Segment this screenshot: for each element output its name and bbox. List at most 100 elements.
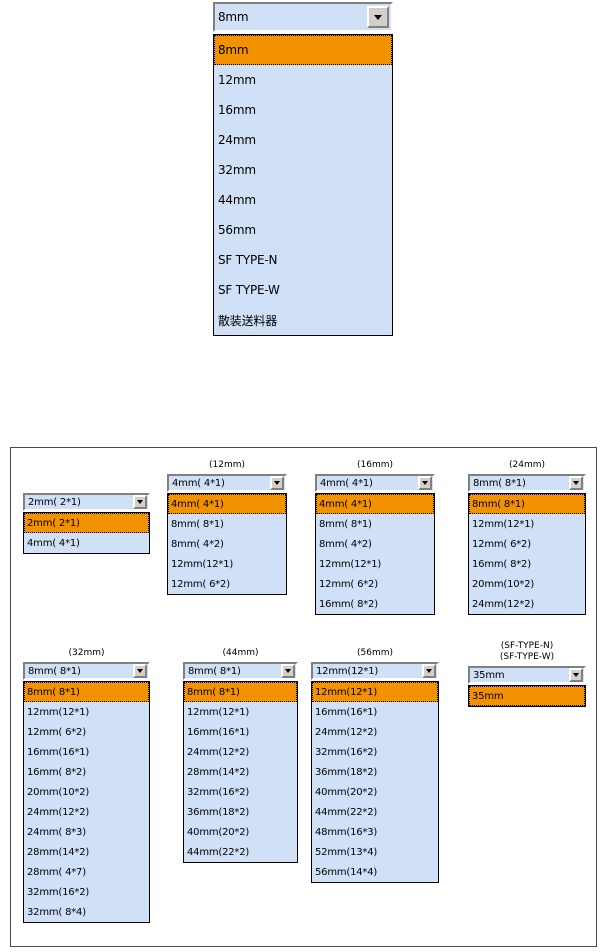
- panel-value-area[interactable]: 2mm( 2*1): [28, 495, 133, 509]
- panel-combobox[interactable]: 8mm( 8*1): [23, 662, 150, 680]
- option-item[interactable]: 20mm(10*2): [27, 786, 90, 798]
- chevron-down-icon[interactable]: [367, 6, 389, 28]
- panel-combobox[interactable]: 4mm( 4*1): [315, 474, 435, 492]
- panel-value-area[interactable]: 4mm( 4*1): [320, 476, 418, 490]
- option-item[interactable]: 2mm( 2*1): [24, 513, 149, 533]
- panel-combobox[interactable]: 8mm( 8*1): [183, 662, 298, 680]
- chevron-down-icon[interactable]: [569, 668, 583, 682]
- option-item[interactable]: 16mm: [218, 103, 256, 117]
- option-item[interactable]: 24mm(12*2): [472, 598, 535, 610]
- option-item[interactable]: 8mm( 8*1): [184, 682, 297, 702]
- feeder-pitch-combobox[interactable]: 8mm: [213, 2, 393, 32]
- option-item[interactable]: 32mm(16*2): [27, 886, 90, 898]
- panel-combobox[interactable]: 4mm( 4*1): [167, 474, 287, 492]
- option-item[interactable]: 12mm( 6*2): [472, 538, 531, 550]
- panel-option-list[interactable]: 2mm( 2*1) 4mm( 4*1): [23, 512, 150, 554]
- option-item[interactable]: SF TYPE-W: [218, 283, 280, 297]
- panel-option-list[interactable]: 4mm( 4*1) 8mm( 8*1) 8mm( 4*2) 12mm(12*1) 12m…: [315, 493, 435, 615]
- panel-value-area[interactable]: 35mm: [473, 668, 569, 682]
- option-item[interactable]: 4mm( 4*1): [27, 537, 80, 549]
- panel-value-area[interactable]: 8mm( 8*1): [473, 476, 569, 490]
- option-item[interactable]: 44mm: [218, 193, 256, 207]
- option-item[interactable]: 52mm(13*4): [315, 846, 378, 858]
- option-item[interactable]: 36mm(18*2): [187, 806, 250, 818]
- option-item[interactable]: 40mm(20*2): [187, 826, 250, 838]
- option-item[interactable]: 32mm(16*2): [315, 746, 378, 758]
- option-item[interactable]: 24mm: [218, 133, 256, 147]
- option-item[interactable]: 12mm(12*1): [187, 706, 250, 718]
- option-item[interactable]: 36mm(18*2): [315, 766, 378, 778]
- panel-combobox[interactable]: 8mm( 8*1): [468, 474, 586, 492]
- panel-option-list[interactable]: 12mm(12*1) 16mm(16*1) 24mm(12*2) 32mm(16*2)…: [311, 681, 439, 883]
- option-item[interactable]: 32mm: [218, 163, 256, 177]
- option-item[interactable]: 16mm(16*1): [187, 726, 250, 738]
- option-item[interactable]: 24mm(12*2): [315, 726, 378, 738]
- chevron-down-icon[interactable]: [133, 495, 147, 509]
- panel-option-list[interactable]: 8mm( 8*1) 12mm(12*1) 12mm( 6*2) 16mm( 8*2) 2…: [468, 493, 586, 615]
- option-item[interactable]: 8mm( 8*1): [171, 518, 224, 530]
- option-item[interactable]: 8mm: [214, 35, 392, 65]
- panel-value-area[interactable]: 12mm(12*1): [316, 664, 422, 678]
- panel-option-list[interactable]: 8mm( 8*1) 12mm(12*1) 16mm(16*1) 24mm(12*2) 2…: [183, 681, 298, 863]
- option-item[interactable]: 12mm(12*1): [319, 558, 382, 570]
- option-item[interactable]: 24mm(12*2): [187, 746, 250, 758]
- panel-label: (44mm): [222, 648, 259, 658]
- option-item[interactable]: 24mm(12*2): [27, 806, 90, 818]
- panel-selected-value: 8mm( 8*1): [188, 665, 241, 677]
- panel-value-area[interactable]: 4mm( 4*1): [172, 476, 270, 490]
- option-item[interactable]: 12mm(12*1): [312, 682, 438, 702]
- option-item[interactable]: 12mm(12*1): [27, 706, 90, 718]
- option-item[interactable]: 12mm( 6*2): [171, 578, 230, 590]
- feeder-pitch-value-area[interactable]: 8mm: [218, 4, 367, 30]
- option-item[interactable]: 20mm(10*2): [472, 578, 535, 590]
- option-item[interactable]: 4mm( 4*1): [168, 494, 286, 514]
- panel-value-area[interactable]: 8mm( 8*1): [188, 664, 281, 678]
- option-item[interactable]: 8mm( 4*2): [171, 538, 224, 550]
- option-item[interactable]: 28mm(14*2): [187, 766, 250, 778]
- panel-value-area[interactable]: 8mm( 8*1): [28, 664, 133, 678]
- option-item[interactable]: 8mm( 8*1): [319, 518, 372, 530]
- panel-option-list[interactable]: 35mm: [468, 685, 586, 707]
- option-item[interactable]: 35mm: [469, 686, 585, 706]
- option-item[interactable]: 56mm(14*4): [315, 866, 378, 878]
- panel-combobox[interactable]: 35mm: [468, 666, 586, 684]
- chevron-down-icon[interactable]: [270, 476, 284, 490]
- option-item[interactable]: 28mm(14*2): [27, 846, 90, 858]
- chevron-down-icon[interactable]: [133, 664, 147, 678]
- option-item[interactable]: 16mm(16*1): [315, 706, 378, 718]
- panel-option-list[interactable]: 8mm( 8*1) 12mm(12*1) 12mm( 6*2) 16mm(16*1) 1…: [23, 681, 150, 923]
- option-item[interactable]: 44mm(22*2): [315, 806, 378, 818]
- option-item[interactable]: 32mm(16*2): [187, 786, 250, 798]
- option-item[interactable]: 24mm( 8*3): [27, 826, 86, 838]
- option-item[interactable]: 32mm( 8*4): [27, 906, 86, 918]
- option-item[interactable]: 16mm(16*1): [27, 746, 90, 758]
- option-item[interactable]: 44mm(22*2): [187, 846, 250, 858]
- option-item[interactable]: 16mm( 8*2): [472, 558, 531, 570]
- option-item[interactable]: 16mm( 8*2): [27, 766, 86, 778]
- panel-label: (56mm): [356, 648, 393, 658]
- chevron-down-icon[interactable]: [569, 476, 583, 490]
- panel-option-list[interactable]: 4mm( 4*1) 8mm( 8*1) 8mm( 4*2) 12mm(12*1) 12m…: [167, 493, 287, 595]
- option-item[interactable]: 8mm( 8*1): [24, 682, 149, 702]
- option-item[interactable]: 12mm(12*1): [171, 558, 234, 570]
- option-item[interactable]: 8mm( 4*2): [319, 538, 372, 550]
- option-item[interactable]: 12mm( 6*2): [27, 726, 86, 738]
- chevron-down-icon[interactable]: [418, 476, 432, 490]
- option-item[interactable]: 16mm( 8*2): [319, 598, 378, 610]
- option-item[interactable]: SF TYPE-N: [218, 253, 278, 267]
- option-item[interactable]: 8mm( 8*1): [469, 494, 585, 514]
- panel-combobox[interactable]: 12mm(12*1): [311, 662, 439, 680]
- option-item[interactable]: 散装送料器: [218, 313, 278, 328]
- option-item[interactable]: 48mm(16*3): [315, 826, 378, 838]
- chevron-down-icon[interactable]: [422, 664, 436, 678]
- option-item[interactable]: 56mm: [218, 223, 256, 237]
- option-item[interactable]: 12mm: [218, 73, 256, 87]
- option-item[interactable]: 12mm( 6*2): [319, 578, 378, 590]
- panel-combobox[interactable]: 2mm( 2*1): [23, 493, 150, 511]
- option-item[interactable]: 12mm(12*1): [472, 518, 535, 530]
- feeder-pitch-option-list[interactable]: 8mm 12mm 16mm 24mm 32mm 44mm 56mm SF TYPE-N SF T…: [213, 34, 393, 336]
- chevron-down-icon[interactable]: [281, 664, 295, 678]
- option-item[interactable]: 4mm( 4*1): [316, 494, 434, 514]
- option-item[interactable]: 40mm(20*2): [315, 786, 378, 798]
- option-item[interactable]: 28mm( 4*7): [27, 866, 86, 878]
